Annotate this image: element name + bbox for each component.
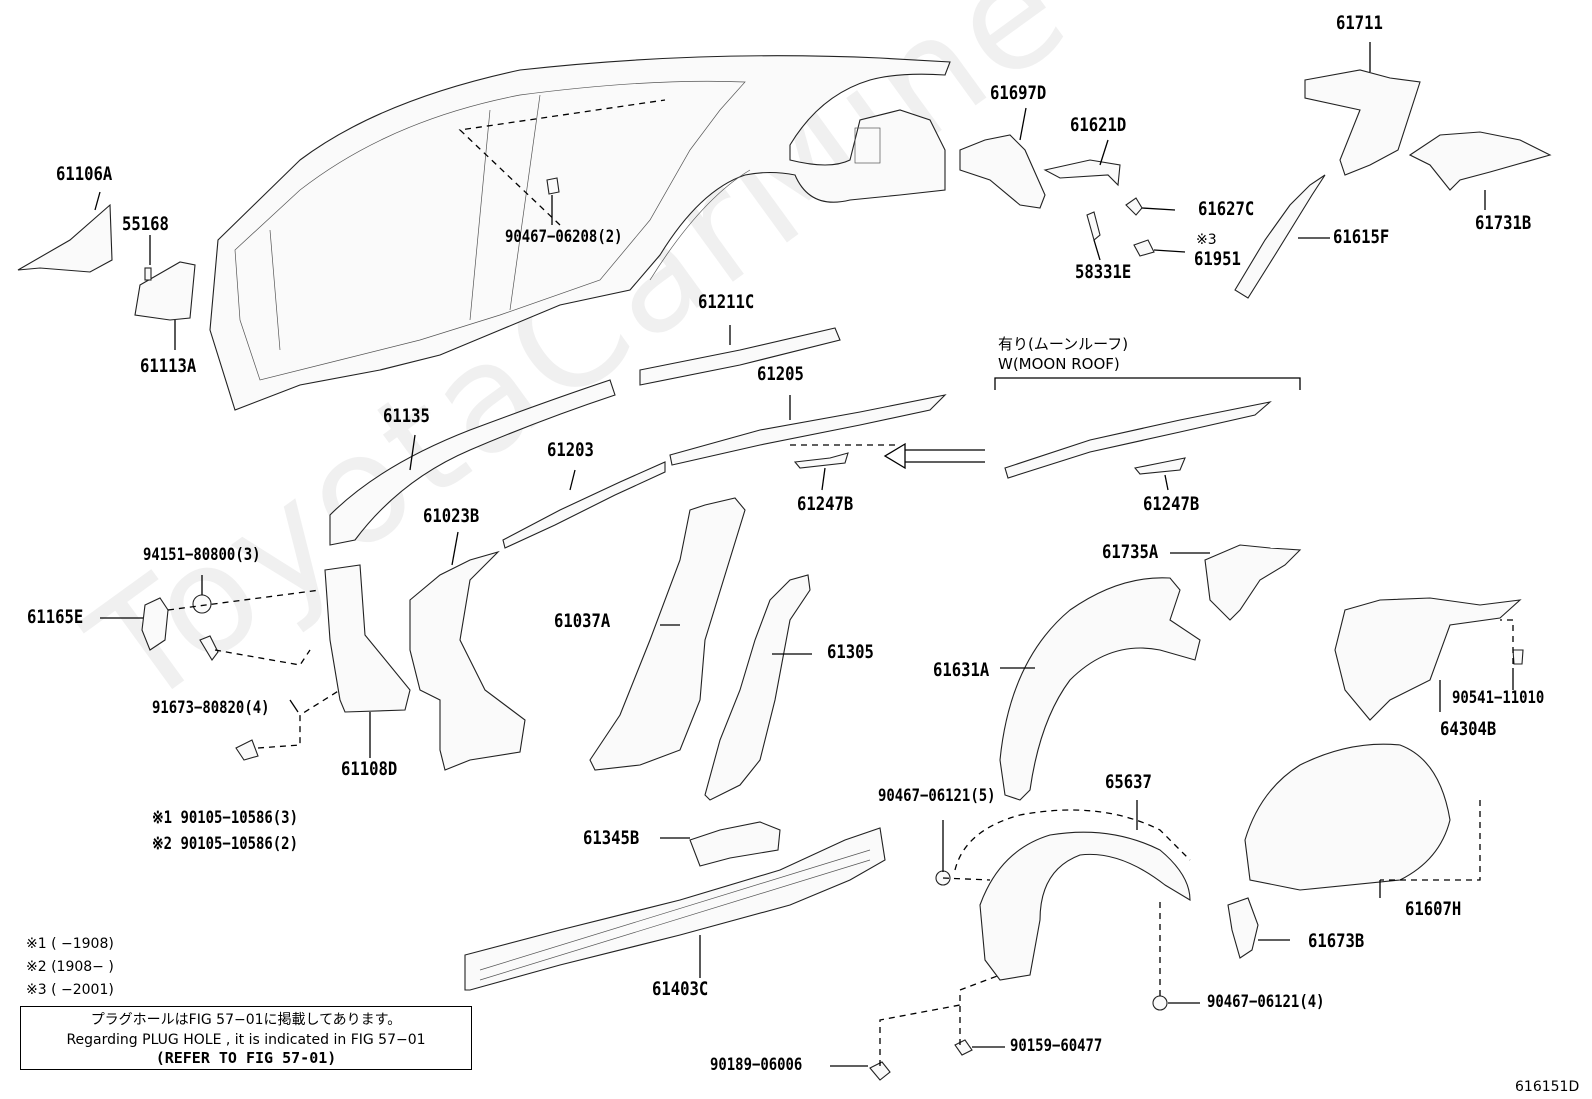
clip-90189-shape xyxy=(869,1061,891,1081)
part-90541-shape xyxy=(1512,649,1524,665)
part-58331E-shape xyxy=(1086,211,1101,241)
label-61951[interactable]: 61951 xyxy=(1194,248,1241,270)
part-61203-shape xyxy=(502,461,666,549)
part-61305-shape xyxy=(704,574,811,801)
part-61165E-shape xyxy=(141,597,169,651)
label-61673B[interactable]: 61673B xyxy=(1308,930,1365,952)
part-61211C-shape xyxy=(639,327,841,386)
footnote-2: ※2 (1908− ) xyxy=(26,959,114,975)
part-61108D-shape xyxy=(324,564,411,713)
part-61735A-shape xyxy=(1204,544,1302,621)
label-91673-80820[interactable]: 91673−80820(4) xyxy=(152,698,270,718)
part-61247B-a-shape xyxy=(793,452,849,469)
part-61607H-shape xyxy=(1244,743,1451,891)
label-90189-06006[interactable]: 90189−06006 xyxy=(710,1055,803,1075)
label-61631A[interactable]: 61631A xyxy=(933,659,990,681)
label-61403C[interactable]: 61403C xyxy=(652,978,709,1000)
diagram-id: 616151D xyxy=(1515,1079,1580,1095)
part-61627C-shape xyxy=(1125,197,1143,216)
moon-roof-label-en: W(MOON ROOF) xyxy=(998,355,1120,373)
footnote-1: ※1 ( −1908) xyxy=(26,936,114,952)
label-61108D[interactable]: 61108D xyxy=(341,758,398,780)
label-61165E[interactable]: 61165E xyxy=(27,606,84,628)
label-61203[interactable]: 61203 xyxy=(547,439,594,461)
label-55168[interactable]: 55168 xyxy=(122,213,169,235)
part-61023B-shape xyxy=(409,550,526,771)
part-61403C-shape xyxy=(464,827,886,991)
part-94151-shape xyxy=(192,594,212,614)
part-61205-moonroof-shape xyxy=(1004,401,1272,479)
part-61205-shape xyxy=(669,394,947,466)
reference-box: プラグホールはFIG 57−01に掲載してあります。 Regarding PLU… xyxy=(20,1006,472,1070)
part-61247B-b-shape xyxy=(1133,457,1186,475)
part-61113A-shape xyxy=(134,261,196,321)
dashed-leaders xyxy=(167,99,1514,1066)
part-55168-shape xyxy=(144,267,152,281)
label-64304B[interactable]: 64304B xyxy=(1440,718,1497,740)
label-61305[interactable]: 61305 xyxy=(827,641,874,663)
label-61735A[interactable]: 61735A xyxy=(1102,541,1159,563)
leader-lines xyxy=(94,42,1514,1067)
part-90105-shape xyxy=(235,739,259,761)
label-61205[interactable]: 61205 xyxy=(757,363,804,385)
part-61673B-shape xyxy=(1227,897,1259,959)
label-61113A[interactable]: 61113A xyxy=(140,355,197,377)
label-61615F[interactable]: 61615F xyxy=(1333,226,1390,248)
part-91673-shape xyxy=(199,635,219,661)
reference-refer[interactable]: (REFER TO FIG 57-01) xyxy=(155,1049,337,1067)
part-61697D-shape xyxy=(959,134,1046,209)
label-61135[interactable]: 61135 xyxy=(383,405,430,427)
moon-roof-bracket xyxy=(994,377,1301,390)
clip-90467-4 xyxy=(1152,995,1168,1011)
label-61345B[interactable]: 61345B xyxy=(583,827,640,849)
label-61697D[interactable]: 61697D xyxy=(990,82,1047,104)
label-58331E[interactable]: 58331E xyxy=(1075,261,1132,283)
label-61621D[interactable]: 61621D xyxy=(1070,114,1127,136)
label-61627C[interactable]: 61627C xyxy=(1198,198,1255,220)
label-90159-60477[interactable]: 90159−60477 xyxy=(1010,1036,1103,1056)
part-61731B-shape xyxy=(1408,131,1552,191)
part-64304B-shape xyxy=(1334,597,1522,721)
label-90467-06208[interactable]: 90467−06208(2) xyxy=(505,227,623,247)
part-90467-a-shape xyxy=(546,177,560,195)
part-61106A-shape xyxy=(17,203,113,273)
body-side-outer-panel xyxy=(209,55,951,411)
label-61106A[interactable]: 61106A xyxy=(56,163,113,185)
part-61037A-shape xyxy=(589,497,746,771)
label-90105-10586-2[interactable]: ※2 90105−10586(2) xyxy=(152,834,298,854)
label-61607H[interactable]: 61607H xyxy=(1405,898,1462,920)
label-90105-10586-1[interactable]: ※1 90105−10586(3) xyxy=(152,808,298,828)
part-65637-shape xyxy=(979,831,1191,981)
label-61247B-b[interactable]: 61247B xyxy=(1143,493,1200,515)
reference-jp: プラグホールはFIG 57−01に掲載してあります。 xyxy=(90,1012,402,1028)
bolt-90159-shape xyxy=(954,1039,973,1056)
label-61951-mark: ※3 xyxy=(1196,232,1217,248)
part-61621D-shape xyxy=(1043,159,1121,187)
part-61345B-shape xyxy=(689,821,781,867)
label-61037A[interactable]: 61037A xyxy=(554,610,611,632)
label-90467-06121-4[interactable]: 90467−06121(4) xyxy=(1207,992,1325,1012)
label-94151-80800[interactable]: 94151−80800(3) xyxy=(143,545,261,565)
label-90541-11010[interactable]: 90541−11010 xyxy=(1452,688,1545,708)
part-61711-shape xyxy=(1304,69,1421,176)
label-61731B[interactable]: 61731B xyxy=(1475,212,1532,234)
part-61631A-shape xyxy=(999,577,1201,801)
reference-en: Regarding PLUG HOLE , it is indicated in… xyxy=(66,1032,426,1048)
label-61711[interactable]: 61711 xyxy=(1336,12,1383,34)
label-65637[interactable]: 65637 xyxy=(1105,771,1152,793)
part-61615F-shape xyxy=(1234,174,1326,299)
arrow-left-icon xyxy=(883,442,985,470)
label-90467-06121-5[interactable]: 90467−06121(5) xyxy=(878,786,996,806)
footnote-3: ※3 ( −2001) xyxy=(26,982,114,998)
moon-roof-label-jp: 有り(ムーンルーフ) xyxy=(998,335,1129,353)
label-61247B-a[interactable]: 61247B xyxy=(797,493,854,515)
label-61023B[interactable]: 61023B xyxy=(423,505,480,527)
label-61211C[interactable]: 61211C xyxy=(698,291,755,313)
part-61951-shape xyxy=(1133,239,1155,257)
